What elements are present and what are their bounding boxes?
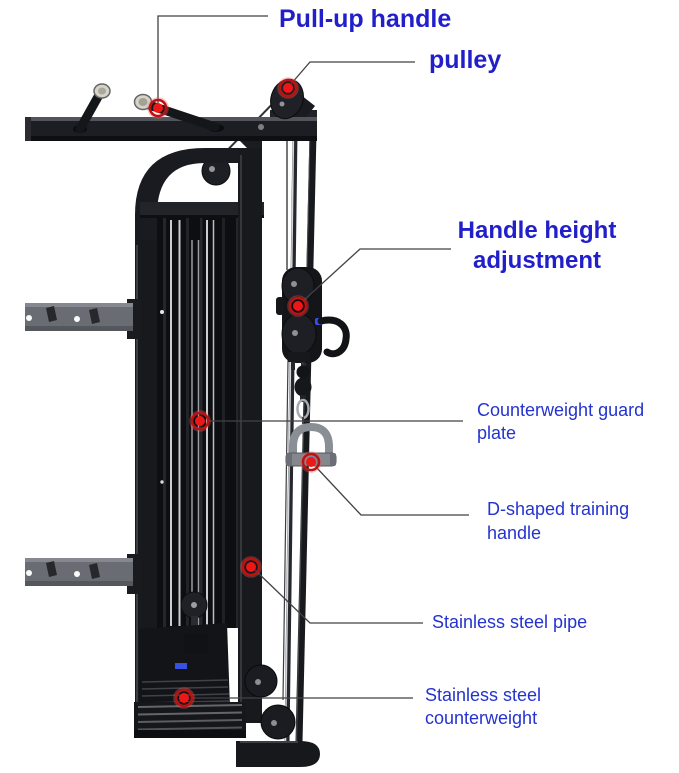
label-counterweight-line2: counterweight xyxy=(425,708,538,728)
marker-counterweight xyxy=(173,687,195,709)
marker-counterweight-guard xyxy=(189,410,211,432)
label-pulley-text: pulley xyxy=(429,46,502,74)
marker-pull-up-handle xyxy=(147,97,169,119)
marker-d-handle xyxy=(300,451,322,473)
tower-crossbar xyxy=(140,202,264,218)
leader-handle-height xyxy=(302,248,451,302)
wall-bracket-rails xyxy=(25,299,141,594)
label-counterweight-guard-line1: Counterweight guard xyxy=(477,400,645,420)
label-stainless-steel-counterweight: Stainless steel counterweight xyxy=(425,684,541,730)
handle-height-carriage xyxy=(276,267,350,370)
selector-pin xyxy=(175,663,187,669)
wall-bracket-rail-bottom xyxy=(25,554,141,594)
label-pulley: pulley xyxy=(429,45,501,75)
label-handle-height-adjustment: Handle height adjustment xyxy=(452,216,622,276)
marker-handle-height xyxy=(287,295,309,317)
label-counterweight-guard-plate: Counterweight guard plate xyxy=(477,399,644,445)
label-stainless-steel-pipe: Stainless steel pipe xyxy=(432,611,587,634)
stainless-steel-pipes xyxy=(284,132,317,743)
label-counterweight-guard-line2: plate xyxy=(477,423,517,443)
markers xyxy=(147,77,322,709)
base-foot xyxy=(236,741,320,767)
label-handle-height-line2: adjustment xyxy=(472,247,601,274)
label-d-shaped-training-handle: D-shaped training handle xyxy=(487,497,629,545)
leader-d-handle xyxy=(315,466,469,516)
label-pipe-text: Stainless steel pipe xyxy=(432,612,588,632)
label-handle-height-line1: Handle height xyxy=(457,217,617,244)
leader-pipe xyxy=(254,569,423,624)
leader-pull-up-handle xyxy=(157,15,268,103)
label-counterweight-line1: Stainless steel xyxy=(425,685,542,705)
leader-pulley xyxy=(290,61,415,85)
leader-lines xyxy=(157,15,469,699)
marker-pulley xyxy=(277,77,299,99)
label-d-handle-line1: D-shaped training xyxy=(487,499,630,519)
base-frame xyxy=(134,702,246,738)
label-pull-up-handle: Pull-up handle xyxy=(279,4,451,34)
left-column xyxy=(135,240,157,723)
storage-hook xyxy=(317,316,350,358)
right-column xyxy=(238,148,262,723)
marker-pipe xyxy=(240,556,262,578)
d-handle-arch xyxy=(289,422,333,457)
bottom-pulleys xyxy=(244,664,296,740)
label-pull-up-handle-text: Pull-up handle xyxy=(279,5,452,33)
wall-bracket-rail-top xyxy=(25,299,141,339)
label-d-handle-line2: handle xyxy=(487,523,542,543)
